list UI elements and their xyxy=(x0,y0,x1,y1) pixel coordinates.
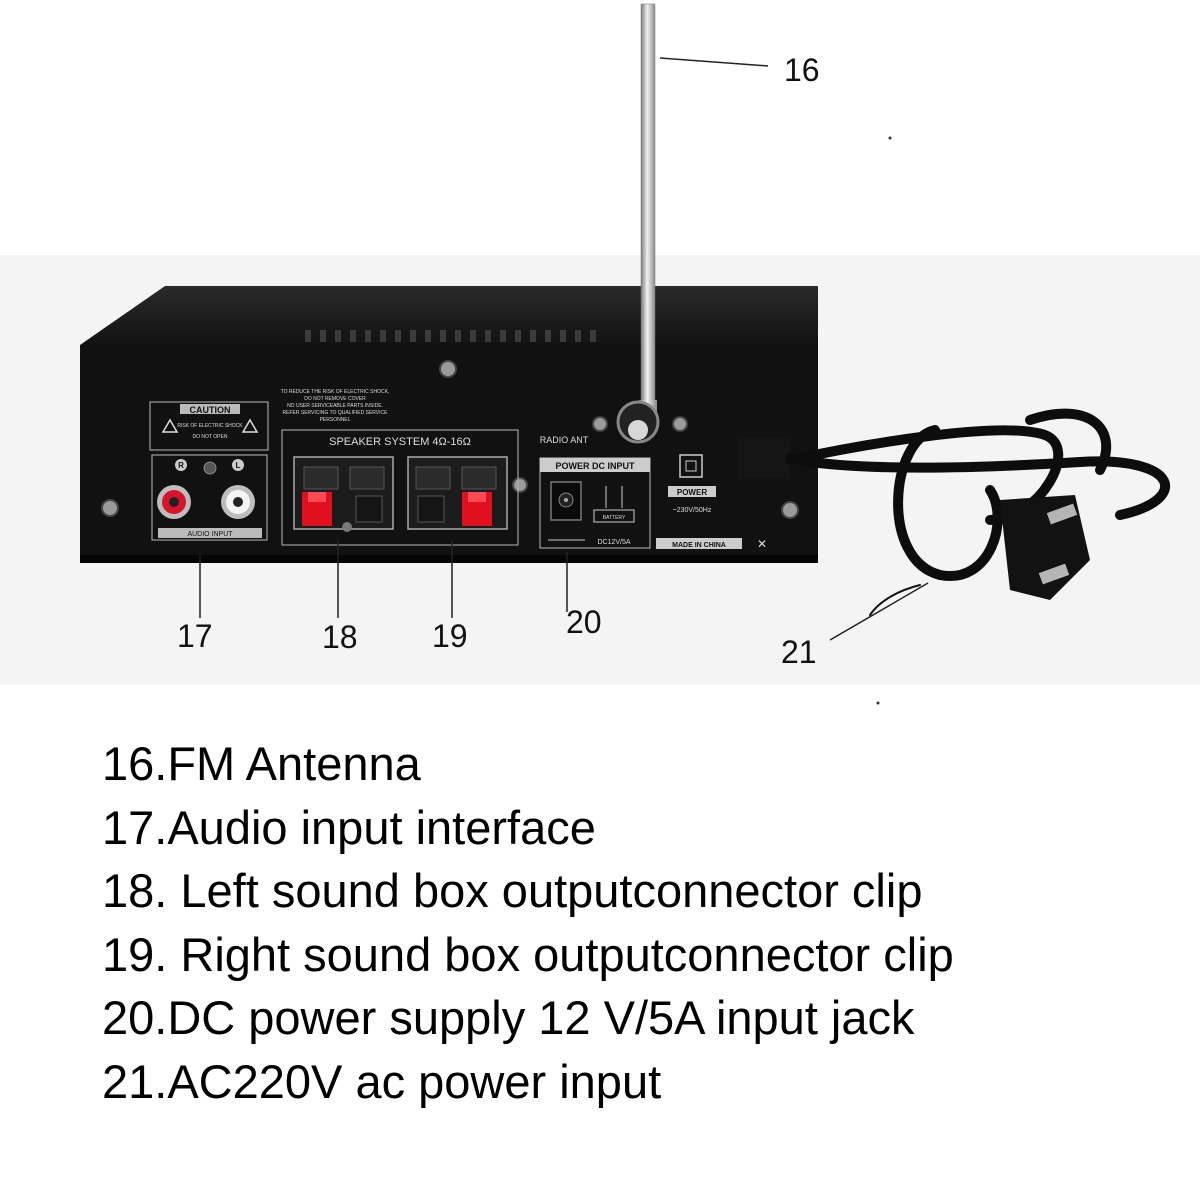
callout-17: 17 xyxy=(177,618,213,654)
screw-icon xyxy=(512,477,528,493)
legend-item-left-speaker-clip: 18. Left sound box outputconnector clip xyxy=(102,864,923,917)
screw-icon xyxy=(781,501,799,519)
dc-rating-label: DC12V/5A xyxy=(597,539,630,546)
leader-line-16 xyxy=(659,57,769,67)
audio-r-label: R xyxy=(178,461,184,470)
screw-icon xyxy=(672,416,688,432)
rca-jack-red-icon xyxy=(157,485,191,519)
callout-21: 21 xyxy=(781,634,817,670)
speaker-system-section: SPEAKER SYSTEM 4Ω-16Ω xyxy=(281,429,519,546)
caution-line2: DO NOT OPEN xyxy=(193,434,228,440)
warning-line: TO REDUCE THE RISK OF ELECTRIC SHOCK, xyxy=(281,389,390,395)
audio-input-label: AUDIO INPUT xyxy=(187,531,233,538)
screw-icon xyxy=(439,360,457,378)
callout-19: 19 xyxy=(432,618,468,654)
screws xyxy=(101,360,799,519)
rca-jack-white-icon xyxy=(221,485,255,519)
ac-rating-label: ~230V/50Hz xyxy=(673,507,712,514)
leader-line-21 xyxy=(829,582,929,641)
callout-18: 18 xyxy=(322,619,358,655)
legend-item-dc-power-jack: 20.DC power supply 12 V/5A input jack xyxy=(102,991,915,1044)
legend-item-ac-power-input: 21.AC220V ac power input xyxy=(102,1054,662,1108)
power-label: POWER xyxy=(677,488,707,497)
warning-triangle-icon xyxy=(161,418,179,433)
recycle-bin-icon: ✕ xyxy=(757,537,767,551)
made-in-label: MADE IN CHINA xyxy=(672,542,726,549)
warning-line: PERSONNEL xyxy=(320,417,351,423)
dc-jack-icon xyxy=(550,481,582,521)
caution-title: CAUTION xyxy=(190,405,231,415)
screw-icon xyxy=(592,416,608,432)
audio-input-section: R L AUDIO INPUT xyxy=(151,454,268,541)
legend-item-audio-input: 17.Audio input interface xyxy=(102,800,596,854)
fm-antenna xyxy=(616,3,660,444)
right-speaker-terminal-icon xyxy=(407,456,508,530)
caution-line1: RISK OF ELECTRIC SHOCK xyxy=(177,423,243,429)
amplifier-rear-panel-figure: CAUTION RISK OF ELECTRIC SHOCK DO NOT OP… xyxy=(0,3,1200,705)
warning-text-block: TO REDUCE THE RISK OF ELECTRIC SHOCK, DO… xyxy=(281,389,390,423)
ac-plug-icon xyxy=(1000,495,1090,600)
speaker-system-label: SPEAKER SYSTEM 4Ω-16Ω xyxy=(329,436,471,448)
chassis-top xyxy=(80,286,818,345)
left-speaker-terminal-icon xyxy=(293,456,394,532)
battery-icon: BATTERY xyxy=(593,486,635,523)
callout-20: 20 xyxy=(566,604,602,640)
ac-power-cord xyxy=(738,408,1170,616)
warning-line: REFER SERVICING TO QUALIFIED SERVICE xyxy=(283,410,389,416)
legend-item-right-speaker-clip: 19. Right sound box outputconnector clip xyxy=(102,927,954,981)
battery-label: BATTERY xyxy=(603,515,626,521)
callout-leader-lines xyxy=(199,57,929,641)
power-switch-icon xyxy=(679,454,703,478)
radio-ant-label: RADIO ANT xyxy=(540,435,589,445)
power-dc-input-label: POWER DC INPUT xyxy=(555,461,635,471)
audio-l-label: L xyxy=(236,461,241,470)
vent-slots xyxy=(305,330,596,342)
warning-line: NO USER SERVICEABLE PARTS INSIDE. xyxy=(287,403,383,409)
callout-16: 16 xyxy=(784,52,820,88)
warning-line: DO NOT REMOVE COVER xyxy=(304,396,366,402)
warning-triangle-icon xyxy=(241,418,259,433)
caution-label: CAUTION RISK OF ELECTRIC SHOCK DO NOT OP… xyxy=(149,401,269,451)
component-legend: 16.FM Antenna 17.Audio input interface 1… xyxy=(102,732,1162,1113)
power-dc-input-section: POWER DC INPUT BATTERY DC12V/5A xyxy=(539,457,651,549)
legend-item-fm-antenna: 16.FM Antenna xyxy=(102,737,421,790)
screw-icon xyxy=(101,499,119,517)
power-switch-section: POWER ~230V/50Hz MADE IN CHINA ✕ xyxy=(656,454,767,551)
